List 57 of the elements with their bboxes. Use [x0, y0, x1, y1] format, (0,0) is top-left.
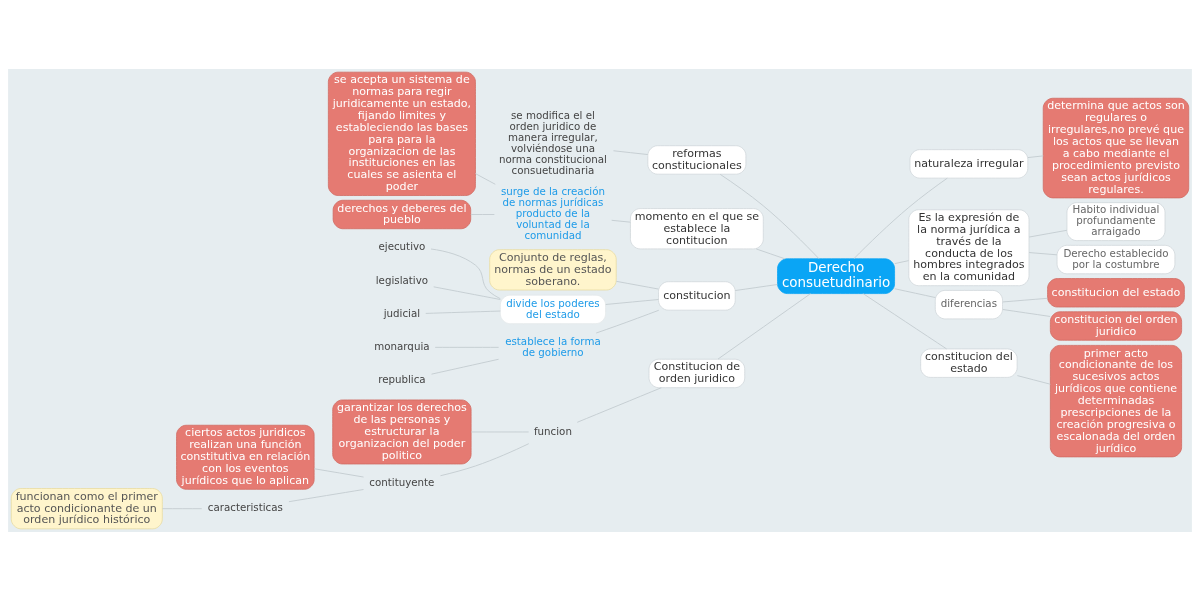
connector [440, 442, 530, 476]
connector [1002, 297, 1048, 302]
connector [717, 292, 811, 360]
connector [853, 177, 948, 259]
node-box: constitucion [658, 280, 736, 311]
node-text: establece la forma de gobierno [505, 334, 601, 358]
node-box: derechos y deberes del pueblo [332, 199, 472, 229]
connector [1002, 308, 1051, 317]
node-text: funcion [533, 424, 572, 437]
connector [862, 292, 948, 349]
connector [288, 488, 364, 502]
node-text: surge de la creación de normas jurídicas producto de la voluntad de la comunidad [500, 184, 605, 241]
node-box: ciertos actos juridicos realizan una función constitutiva en relación con los eventos jurídicos que lo aplican [176, 424, 315, 490]
node-box: primer acto condicionante de los sucesivos actos jurídicos que contiene determinadas prescripciones de la creación progresiva o escalonada del orden jurídico [1049, 344, 1182, 457]
node-box: Es la expresión de la norma jurídica a través de la conducta de los hombres integrados en la comunidad [908, 208, 1030, 286]
node-text: judicial [383, 306, 421, 319]
node-box: momento en el que se establece la contitucion [630, 207, 764, 249]
connector [431, 358, 500, 375]
connector [755, 247, 786, 259]
connector [595, 309, 660, 334]
node-box: Habito individual profundamente arraigado [1066, 201, 1166, 241]
node-box: Constitucion de orden juridico [648, 358, 746, 388]
node-text: legislativo [375, 273, 429, 286]
node-text: monarquia [374, 339, 430, 352]
node-box: divide los poderes del estado [499, 294, 606, 324]
node-box: diferencias [934, 289, 1003, 319]
connector [605, 298, 659, 305]
node-box: funcionan como el primer acto condicionante de un orden jurídico histórico [10, 487, 163, 529]
node-box: Derecho establecido por la costumbre [1056, 244, 1176, 274]
connector [719, 173, 820, 259]
node-box: constitucion del orden juridico [1049, 310, 1182, 341]
node-box: garantizar los derechos de las personas y estructurar la organizacion del poder politico [332, 399, 472, 464]
node-box: reformas constitucionales [647, 144, 747, 175]
connector [576, 386, 662, 423]
connector [1028, 229, 1068, 238]
connector [894, 259, 910, 264]
connector [1016, 374, 1051, 385]
node-box: determina que actos son regulares o irregulares,no prevé que los actos que se llevan a cabo mediante el procedimiento previsto sean actos jurídicos regulares. [1042, 97, 1190, 198]
connector [894, 287, 936, 298]
connector [615, 280, 659, 289]
node-text: republica [378, 372, 426, 385]
connector [313, 467, 364, 477]
node-box: constitucion del estado [920, 348, 1018, 378]
connector [734, 283, 778, 291]
node-text: se modifica el el orden juridico de manera irregular, volviéndose una norma constitucional consuetudinaria [498, 108, 607, 176]
node-box: constitucion del estado [1047, 277, 1185, 307]
connector [613, 149, 649, 155]
connector [475, 172, 496, 185]
connector [433, 285, 501, 300]
node-box: Conjunto de reglas, normas de un estado soberano. [489, 248, 617, 290]
node-text: ejecutivo [378, 239, 426, 252]
node-box: Derecho consuetudinario [777, 257, 895, 294]
node-text: contituyente [369, 475, 435, 488]
node-box: naturaleza irregular [909, 148, 1029, 179]
node-text: caracteristicas [207, 500, 283, 513]
connector [430, 248, 501, 299]
node-box: se acepta un sistema de normas para regir juridicamente un estado, fijando limites y estableciendo las bases para para la organizacion de las instituciones en las cuales se asienta el poder [327, 71, 476, 196]
